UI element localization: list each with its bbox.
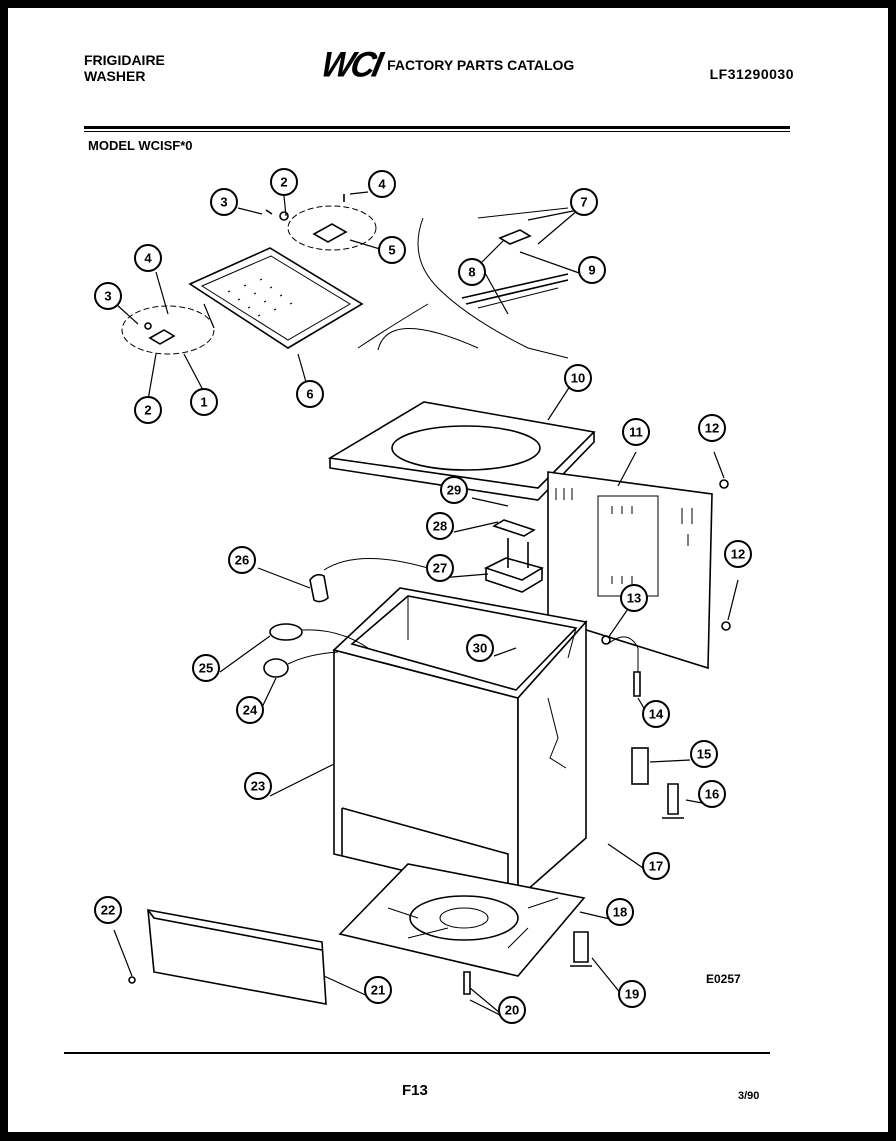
svg-text:2: 2 xyxy=(144,403,151,418)
callout-20: 20 xyxy=(498,996,526,1024)
svg-text:30: 30 xyxy=(473,641,487,656)
callout-17: 17 xyxy=(642,852,670,880)
svg-text:18: 18 xyxy=(613,905,627,920)
svg-text:22: 22 xyxy=(101,903,115,918)
callout-10: 10 xyxy=(564,364,592,392)
callout-25: 25 xyxy=(192,654,220,682)
header-rule-thin xyxy=(84,131,790,132)
svg-text:8: 8 xyxy=(468,265,475,280)
diagram-code: E0257 xyxy=(706,972,741,986)
callout-29: 29 xyxy=(440,476,468,504)
svg-text:27: 27 xyxy=(433,561,447,576)
callout-27: 27 xyxy=(426,554,454,582)
svg-text:3: 3 xyxy=(104,289,111,304)
exploded-parts-diagram: 1 2 2 3 3 4 4 5 6 7 8 9 10 11 12 12 13 1… xyxy=(94,168,752,1024)
brand-name: FRIGIDAIRE xyxy=(84,52,165,68)
footer-rule xyxy=(64,1052,770,1054)
svg-text:15: 15 xyxy=(697,747,711,762)
callout-22: 22 xyxy=(94,896,122,924)
svg-text:10: 10 xyxy=(571,371,585,386)
svg-text:21: 21 xyxy=(371,983,385,998)
brand-block: FRIGIDAIRE WASHER xyxy=(84,52,165,84)
callout-3b: 3 xyxy=(210,188,238,216)
svg-text:11: 11 xyxy=(629,425,643,440)
svg-text:28: 28 xyxy=(433,519,447,534)
header-rule xyxy=(84,126,790,129)
callout-19: 19 xyxy=(618,980,646,1008)
callout-14: 14 xyxy=(642,700,670,728)
base-part xyxy=(338,863,586,977)
callout-30: 30 xyxy=(466,634,494,662)
callout-13: 13 xyxy=(620,584,648,612)
front-panel-part xyxy=(147,909,327,1005)
cabinet-part xyxy=(332,587,588,900)
callout-12b: 12 xyxy=(724,540,752,568)
svg-text:24: 24 xyxy=(243,703,258,718)
timer-switch-part xyxy=(483,519,545,593)
svg-text:26: 26 xyxy=(235,553,249,568)
callout-2a: 2 xyxy=(134,396,162,424)
svg-text:17: 17 xyxy=(649,859,663,874)
back-panel-part xyxy=(547,471,713,670)
svg-text:9: 9 xyxy=(588,263,595,278)
page-number: F13 xyxy=(402,1082,428,1099)
svg-text:19: 19 xyxy=(625,987,639,1002)
product-type: WASHER xyxy=(84,68,146,84)
callout-24: 24 xyxy=(236,696,264,724)
svg-text:6: 6 xyxy=(306,387,313,402)
callout-4a: 4 xyxy=(134,244,162,272)
callout-3a: 3 xyxy=(94,282,122,310)
callout-12a: 12 xyxy=(698,414,726,442)
catalog-title: FACTORY PARTS CATALOG xyxy=(387,57,575,73)
callout-26: 26 xyxy=(228,546,256,574)
callout-18: 18 xyxy=(606,898,634,926)
svg-text:7: 7 xyxy=(580,195,587,210)
callout-21: 21 xyxy=(364,976,392,1004)
callout-8: 8 xyxy=(458,258,486,286)
svg-text:16: 16 xyxy=(705,787,719,802)
svg-text:12: 12 xyxy=(705,421,719,436)
callout-5: 5 xyxy=(378,236,406,264)
callout-11: 11 xyxy=(622,418,650,446)
revision-date: 3/90 xyxy=(738,1090,760,1102)
callout-16: 16 xyxy=(698,780,726,808)
svg-text:23: 23 xyxy=(251,779,265,794)
catalog-model-code: LF31290030 xyxy=(709,66,794,82)
lid-part xyxy=(188,247,364,349)
parts-catalog-sheet: FRIGIDAIRE WASHER WCI FACTORY PARTS CATA… xyxy=(8,8,888,1132)
top-frame-part xyxy=(327,328,596,501)
svg-text:25: 25 xyxy=(199,661,213,676)
small-parts xyxy=(128,479,731,995)
catalog-header: WCI FACTORY PARTS CATALOG xyxy=(318,45,575,85)
svg-text:12: 12 xyxy=(731,547,745,562)
callout-7: 7 xyxy=(570,188,598,216)
model-label: MODEL WCISF*0 xyxy=(88,138,193,153)
svg-text:4: 4 xyxy=(144,251,152,266)
svg-text:4: 4 xyxy=(378,177,386,192)
hinge-detail-top xyxy=(265,194,377,251)
callout-4b: 4 xyxy=(368,170,396,198)
callout-2b: 2 xyxy=(270,168,298,196)
hinge-detail-left xyxy=(121,303,215,355)
callout-6: 6 xyxy=(296,380,324,408)
callout-1: 1 xyxy=(190,388,218,416)
top-panel-detail xyxy=(357,207,569,359)
svg-text:20: 20 xyxy=(505,1003,519,1018)
svg-text:29: 29 xyxy=(447,483,461,498)
callout-23: 23 xyxy=(244,772,272,800)
callout-9: 9 xyxy=(578,256,606,284)
callout-28: 28 xyxy=(426,512,454,540)
svg-text:3: 3 xyxy=(220,195,227,210)
svg-text:1: 1 xyxy=(200,395,207,410)
svg-text:2: 2 xyxy=(280,175,287,190)
svg-text:5: 5 xyxy=(388,243,395,258)
svg-text:13: 13 xyxy=(627,591,641,606)
svg-text:14: 14 xyxy=(649,707,664,722)
callout-15: 15 xyxy=(690,740,718,768)
